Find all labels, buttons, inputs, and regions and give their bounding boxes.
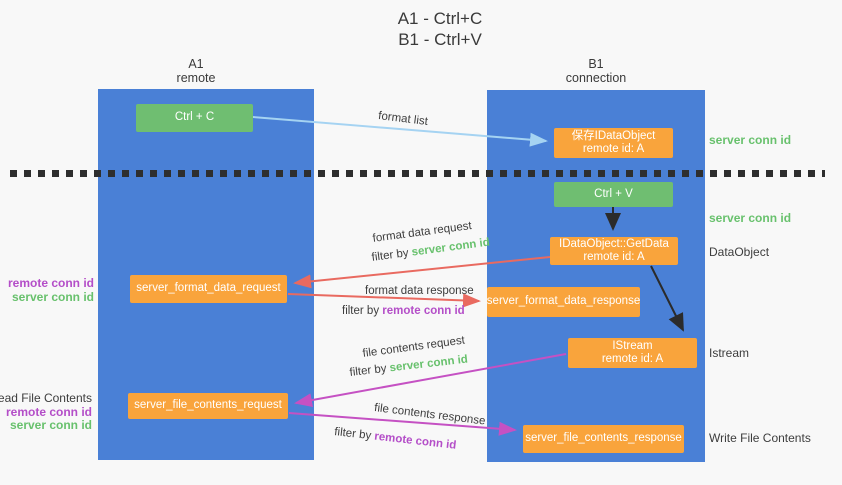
- write-file-contents-label: Write File Contents: [709, 431, 811, 445]
- left-server-conn-id-bottom: server conn id: [9, 418, 92, 432]
- read-file-contents-label: Read File Contents: [0, 391, 92, 405]
- server-file-contents-request-box: server_file_contents_request: [128, 393, 288, 419]
- istream-box: IStream remote id: A: [568, 338, 697, 368]
- istream-line2: remote id: A: [601, 353, 664, 365]
- lifeline-header-b1: B1 connection: [487, 57, 705, 85]
- right-server-conn-id-2: server conn id: [709, 211, 792, 225]
- server-format-data-request-box: server_format_data_request: [130, 275, 287, 303]
- title-line-2: B1 - Ctrl+V: [398, 30, 482, 49]
- left-remote-conn-id-top: remote conn id: [7, 276, 94, 290]
- left-conn-id-group-top: remote conn id server conn id: [7, 276, 94, 304]
- right-server-conn-id-1: server conn id: [709, 133, 792, 147]
- label-file-contents-response: file contents response: [373, 402, 487, 428]
- getdata-line2: remote id: A: [583, 251, 645, 263]
- server-file-contents-response-box: server_file_contents_response: [523, 425, 684, 453]
- server-format-data-response-label: server_format_data_response: [486, 295, 641, 308]
- label-format-list: format list: [377, 110, 429, 128]
- istream-line1: IStream: [612, 339, 653, 352]
- label-filter-by-remote-conn-id-2: filter by remote conn id: [333, 426, 457, 452]
- diagram-title: A1 - Ctrl+C B1 - Ctrl+V: [330, 8, 550, 50]
- lifeline-header-a1: A1 remote: [88, 57, 304, 85]
- getdata-line1: IDataObject::GetData: [559, 237, 669, 250]
- server-file-contents-response-label: server_file_contents_response: [525, 432, 682, 445]
- save-idataobject-line1: 保存IDataObject: [571, 129, 656, 142]
- server-file-contents-request-label: server_file_contents_request: [134, 399, 282, 412]
- lifeline-a1-role: remote: [176, 71, 216, 85]
- left-remote-conn-id-bottom: remote conn id: [5, 404, 92, 419]
- lifeline-b1-role: connection: [565, 71, 627, 85]
- server-format-data-request-label: server_format_data_request: [136, 282, 281, 295]
- server-format-data-response-box: server_format_data_response: [487, 287, 640, 317]
- lifeline-a1-name: A1: [188, 57, 204, 71]
- ctrl-c-label: Ctrl + C: [174, 111, 215, 124]
- title-line-1: A1 - Ctrl+C: [397, 9, 483, 28]
- phase-divider-dotted-line: [10, 170, 825, 177]
- left-read-file-group: Read File Contents remote conn id server…: [0, 391, 92, 433]
- ctrl-c-action-box: Ctrl + C: [136, 104, 253, 132]
- dataobject-label: DataObject: [709, 245, 770, 259]
- save-idataobject-line2: remote id: A: [582, 143, 645, 155]
- ctrl-v-action-box: Ctrl + V: [554, 182, 673, 207]
- idataobject-getdata-box: IDataObject::GetData remote id: A: [550, 237, 678, 265]
- istream-side-label: Istream: [709, 346, 750, 360]
- label-format-data-response: format data response: [365, 285, 474, 297]
- save-idataobject-box: 保存IDataObject remote id: A: [554, 128, 673, 158]
- label-filter-by-remote-conn-id-1: filter by remote conn id: [342, 305, 465, 317]
- lifeline-b1-name: B1: [588, 57, 604, 71]
- ctrl-v-label: Ctrl + V: [594, 187, 633, 200]
- left-server-conn-id-top: server conn id: [11, 289, 94, 304]
